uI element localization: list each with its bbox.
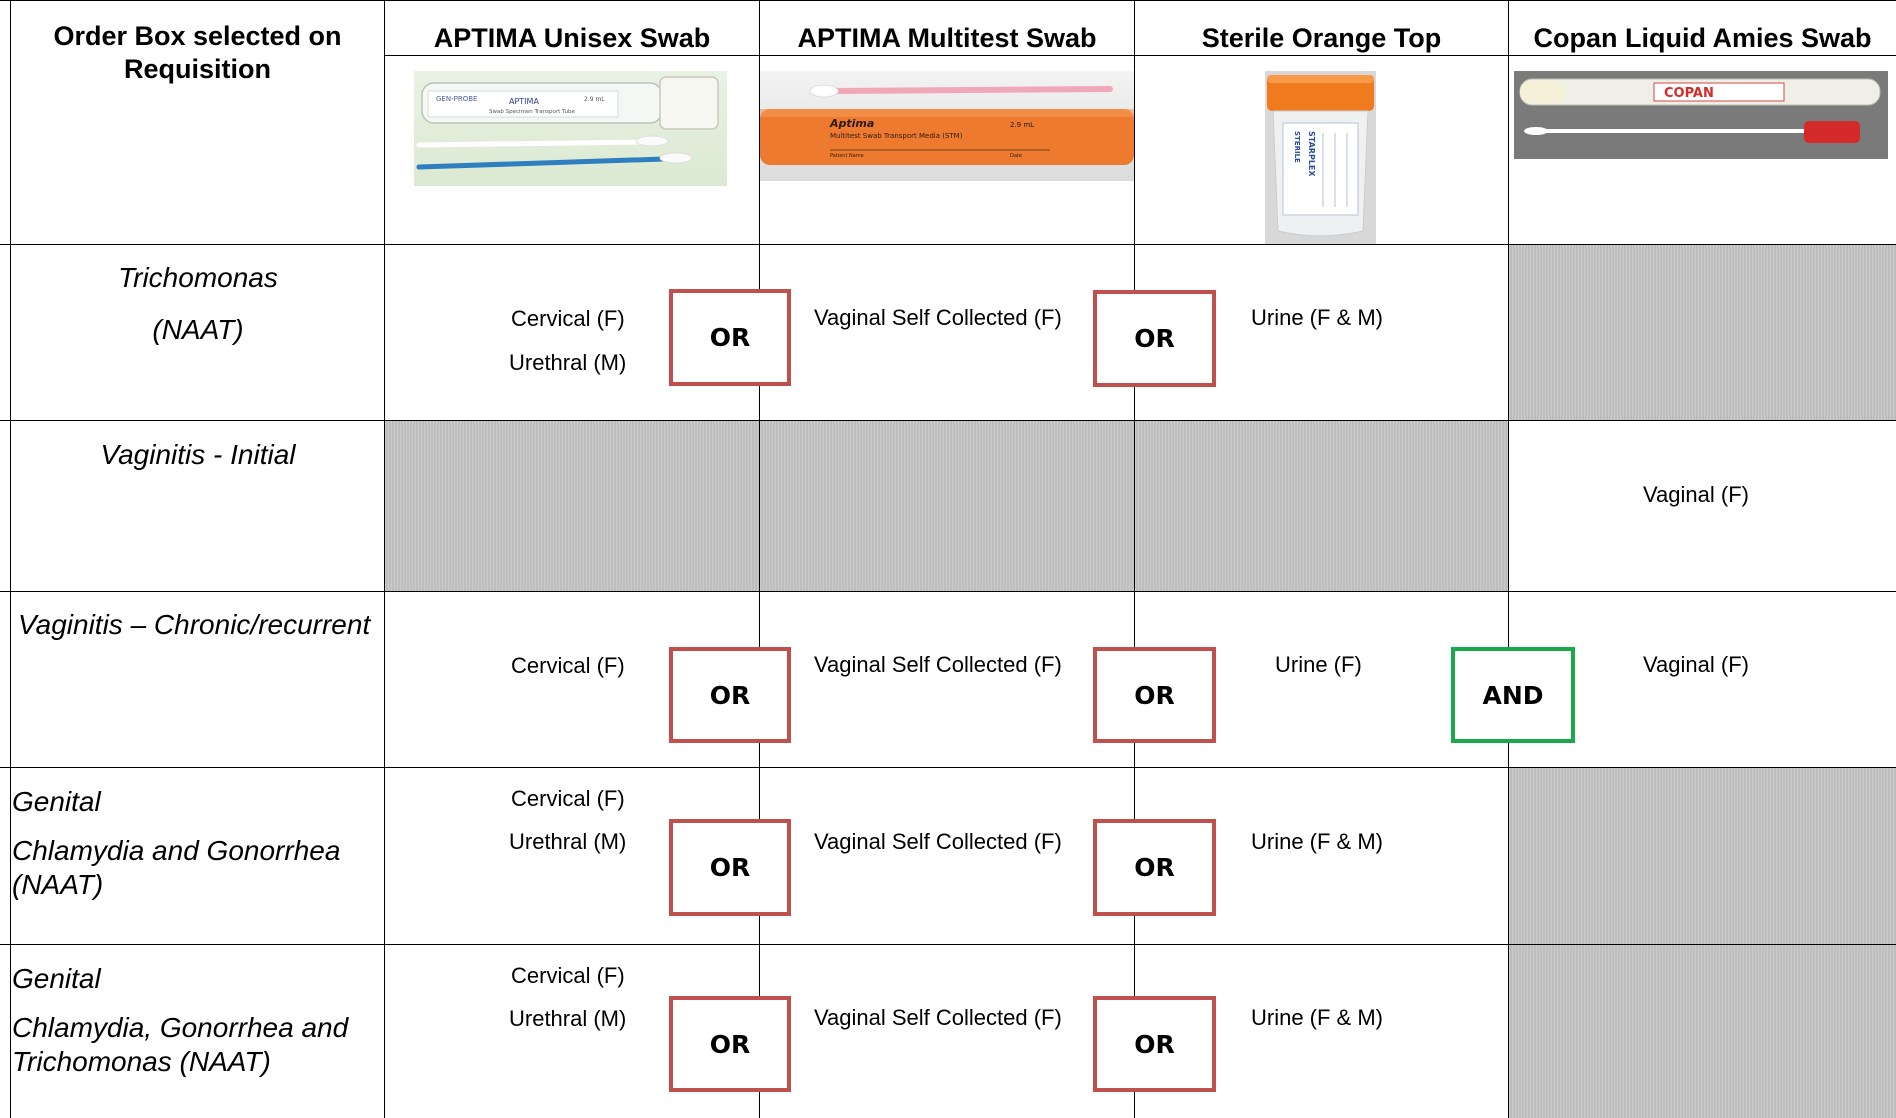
shaded-cell-row2-multitest (760, 421, 1134, 591)
copan-liquid-amies-swab-drawing: COPAN (1519, 78, 1881, 143)
row5-unisex-text1: Cervical (F) (511, 963, 625, 988)
multitest-caption-text: Multitest Swab Transport Media (STM) (830, 132, 963, 140)
shaded-cell-row4-copan (1509, 768, 1896, 944)
row4-orange-text1: Urine (F & M) (1251, 829, 1383, 854)
aptima-multitest-swab-drawing: Aptima 2.9 mL Multitest Swab Transport M… (760, 84, 1134, 165)
multitest-field1-text: Patient Name (830, 153, 864, 159)
row5-or-box-2: OR (1093, 996, 1216, 1092)
grid-line-top (0, 0, 1896, 1)
column-header-orange-top: Sterile Orange Top (1201, 23, 1442, 53)
row4-multitest-text1: Vaginal Self Collected (F) (814, 829, 1062, 854)
row1-orange-text1: Urine (F & M) (1251, 305, 1383, 330)
row-label-vaginitis-initial: Vaginitis - Initial (100, 439, 296, 470)
grid-line-row3 (0, 591, 1896, 592)
multitest-field2-text: Date (1010, 153, 1022, 159)
grid-line-col4 (1508, 0, 1509, 1118)
row3-unisex-text1: Cervical (F) (511, 653, 625, 678)
grid-line-row4 (0, 767, 1896, 768)
row4-unisex-text2: Urethral (M) (509, 829, 627, 854)
copan-liquid-amies-swab-image: COPAN (1514, 71, 1888, 159)
row4-or-box-1: OR (669, 819, 791, 916)
aptima-multitest-swab-image: Aptima 2.9 mL Multitest Swab Transport M… (760, 71, 1134, 181)
row1-or-box-1: OR (669, 289, 791, 386)
grid-line-row2 (0, 420, 1896, 421)
grid-line-header-sub (385, 55, 1896, 56)
row-label-trichomonas-line2: (NAAT) (152, 314, 244, 345)
sterile-orange-top-drawing: STERILE STARPLEX (1267, 75, 1374, 237)
row4-unisex-text1: Cervical (F) (511, 786, 625, 811)
sterile-orange-top-image: STERILE STARPLEX (1265, 71, 1376, 244)
row-label-genital-cgt-line2: Chlamydia, Gonorrhea and (12, 1012, 349, 1043)
shaded-cell-row2-unisex (385, 421, 759, 591)
row1-or-box-2: OR (1093, 290, 1216, 387)
shaded-cell-row5-copan (1509, 945, 1896, 1118)
row3-or-box-2: OR (1093, 647, 1216, 743)
row3-or-box-1: OR (669, 647, 791, 743)
grid-line-row5 (0, 944, 1896, 945)
row3-multitest-text1: Vaginal Self Collected (F) (814, 652, 1062, 677)
row3-copan-text1: Vaginal (F) (1643, 652, 1749, 677)
unisex-name-text: APTIMA (509, 97, 539, 106)
multitest-brand-text: Aptima (829, 117, 874, 130)
row5-unisex-text2: Urethral (M) (509, 1006, 627, 1031)
row5-or-box-1: OR (669, 996, 791, 1092)
row-label-genital-cg-line3: (NAAT) (12, 869, 104, 900)
orange-top-label2-text: STARPLEX (1307, 131, 1316, 177)
row-label-genital-cg-line2: Chlamydia and Gonorrhea (12, 835, 341, 866)
grid-line-col2 (759, 0, 760, 1118)
orange-top-label1-text: STERILE (1293, 131, 1301, 163)
unisex-brand-text: GEN-PROBE (436, 95, 477, 103)
row-label-genital-cg-line1: Genital (12, 786, 101, 817)
aptima-unisex-swab-image: GEN-PROBE APTIMA 2.9 mL Swab Specimen Tr… (414, 71, 727, 186)
column-header-copan: Copan Liquid Amies Swab (1533, 23, 1872, 53)
row5-orange-text1: Urine (F & M) (1251, 1005, 1383, 1030)
row-label-genital-cgt-line3: Trichomonas (NAAT) (12, 1046, 271, 1077)
row1-unisex-text1: Cervical (F) (511, 306, 625, 331)
shaded-cell-row1-copan (1509, 245, 1896, 420)
multitest-volume-text: 2.9 mL (1010, 121, 1034, 129)
copan-brand-text: COPAN (1664, 86, 1714, 101)
row5-multitest-text1: Vaginal Self Collected (F) (814, 1005, 1062, 1030)
row1-unisex-text2: Urethral (M) (509, 350, 627, 375)
grid-line-row1 (0, 244, 1896, 245)
row2-copan-text1: Vaginal (F) (1643, 482, 1749, 507)
row3-orange-text1: Urine (F) (1275, 652, 1362, 677)
grid-line-col3 (1134, 0, 1135, 1118)
row4-or-box-2: OR (1093, 819, 1216, 916)
unisex-volume-text: 2.9 mL (584, 96, 605, 103)
corner-header: Order Box selected on Requisition (53, 21, 342, 84)
row3-and-box: AND (1451, 647, 1575, 743)
unisex-caption-text: Swab Specimen Transport Tube (489, 109, 576, 115)
aptima-unisex-swab-drawing: GEN-PROBE APTIMA 2.9 mL Swab Specimen Tr… (416, 76, 719, 170)
column-header-unisex: APTIMA Unisex Swab (433, 23, 711, 53)
row-label-vaginitis-chronic: Vaginitis – Chronic/recurrent (18, 609, 371, 640)
shaded-cell-row2-orange (1135, 421, 1508, 591)
grid-line-col0 (10, 0, 11, 1118)
row1-multitest-text1: Vaginal Self Collected (F) (814, 305, 1062, 330)
row-label-trichomonas-line1: Trichomonas (118, 262, 278, 293)
row-label-genital-cgt-line1: Genital (12, 963, 101, 994)
column-header-multitest: APTIMA Multitest Swab (797, 23, 1097, 53)
grid-line-col1 (384, 0, 385, 1118)
